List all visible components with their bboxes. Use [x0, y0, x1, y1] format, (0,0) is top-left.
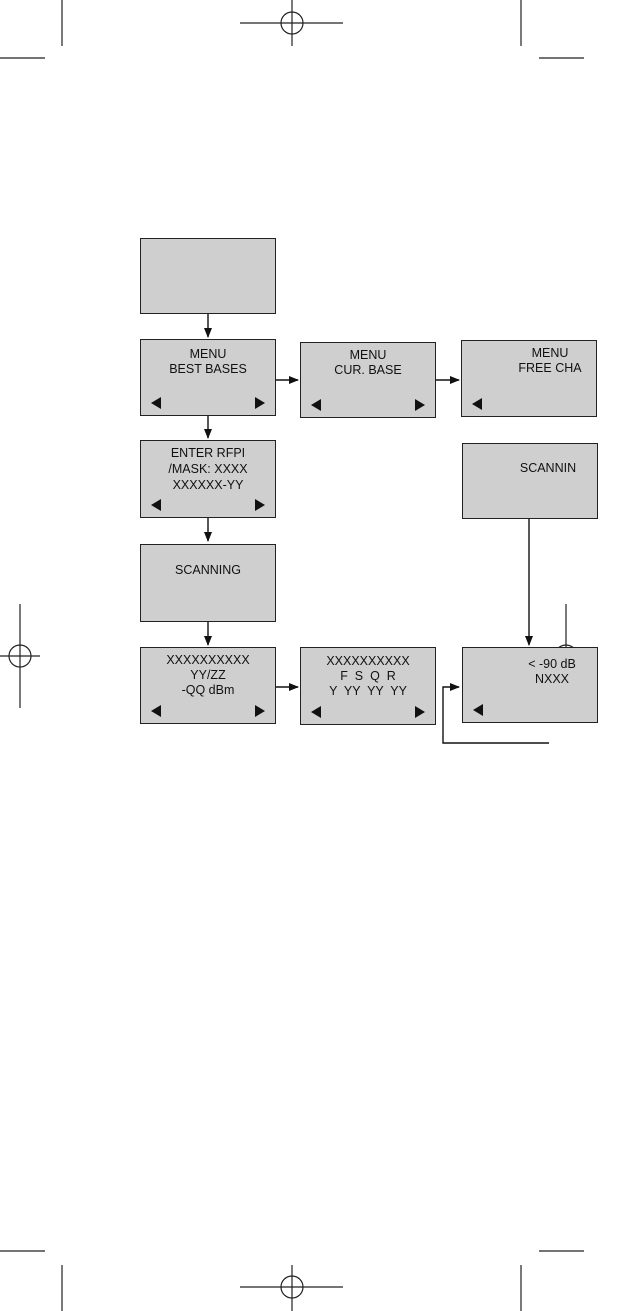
screen-result: XXXXXXXXXX YY/ZZ -QQ dBm [140, 647, 276, 724]
diagram-area: MENU BEST BASES MENU CUR. BASE MENU FREE… [140, 238, 598, 725]
screen-blank [140, 238, 276, 314]
screen-enter-rfpi: ENTER RFPI /MASK: XXXX XXXXXX-YY [140, 440, 276, 518]
screen-line: FREE CHA [518, 361, 582, 375]
screen-line: SCANNIN [519, 461, 577, 475]
left-triangle-icon [151, 499, 161, 511]
left-triangle-icon [472, 398, 482, 410]
screen-line: Y YY YY YY [329, 684, 407, 698]
screen-line: ENTER RFPI [170, 446, 246, 460]
crop-marks-left [0, 604, 40, 708]
right-triangle-icon [255, 705, 265, 717]
right-triangle-icon [255, 499, 265, 511]
left-triangle-icon [311, 706, 321, 718]
registration-crosshair-icon [8, 644, 32, 668]
screen-line: F S Q R [340, 669, 396, 683]
screen-line: SCANNING [175, 563, 241, 577]
screen-line: MENU [531, 346, 569, 360]
left-triangle-icon [151, 705, 161, 717]
screen-scanning-right: SCANNIN [462, 443, 598, 519]
screen-line: MENU [189, 347, 227, 361]
screen-scanning: SCANNING [140, 544, 276, 622]
left-triangle-icon [473, 704, 483, 716]
screen-line: XXXXXXXXXX [326, 654, 410, 668]
right-triangle-icon [415, 706, 425, 718]
registration-crosshair-icon [280, 11, 304, 35]
left-triangle-icon [311, 399, 321, 411]
screen-line: -QQ dBm [181, 683, 235, 697]
registration-crosshair-icon [280, 1275, 304, 1299]
screen-line: /MASK: XXXX [168, 462, 248, 476]
screen-line: CUR. BASE [334, 363, 402, 377]
screen-line: < -90 dB [528, 657, 576, 671]
screen-line: YY/ZZ [190, 668, 226, 682]
crop-marks-top [0, 0, 584, 59]
screen-line: MENU [349, 348, 387, 362]
right-triangle-icon [415, 399, 425, 411]
screen-line: BEST BASES [169, 362, 247, 376]
arrow-loop-to-level [442, 683, 549, 744]
screen-level: < -90 dB NXXX [462, 647, 598, 723]
screen-menu-cur-base: MENU CUR. BASE [300, 342, 436, 418]
screen-line: NXXX [534, 672, 570, 686]
screen-menu-free-cha: MENU FREE CHA [461, 340, 597, 417]
right-triangle-icon [255, 397, 265, 409]
screen-line: XXXXXXXXXX [166, 653, 250, 667]
crop-marks-bottom [0, 1250, 584, 1311]
left-triangle-icon [151, 397, 161, 409]
diagram-lines [0, 0, 584, 1311]
screen-detail: XXXXXXXXXX F S Q R Y YY YY YY [300, 647, 436, 725]
screen-line: XXXXXX-YY [172, 478, 244, 492]
screen-menu-best-bases: MENU BEST BASES [140, 339, 276, 416]
